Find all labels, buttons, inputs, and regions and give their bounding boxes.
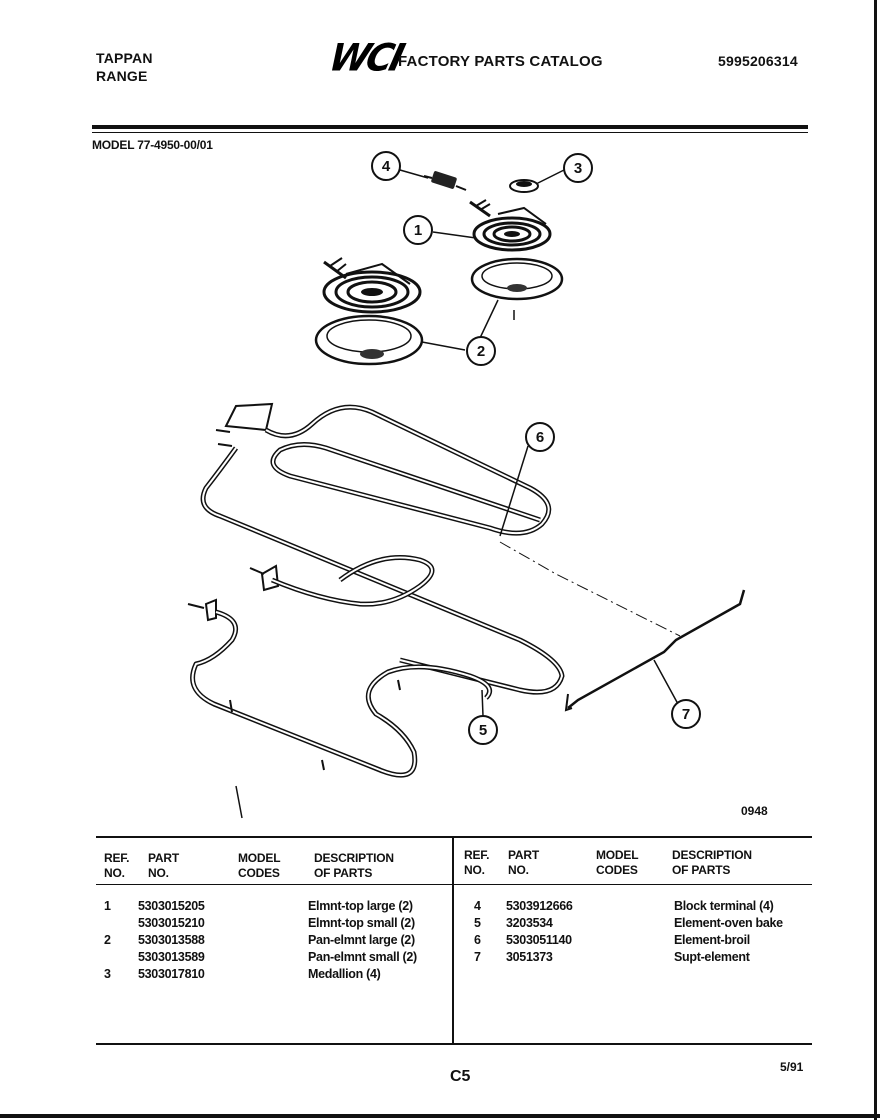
pan-large-drawing bbox=[314, 314, 424, 366]
table-cell-ref: 2 bbox=[104, 933, 111, 947]
page-code: C5 bbox=[450, 1068, 471, 1085]
svg-text:5: 5 bbox=[479, 722, 487, 739]
svg-text:3: 3 bbox=[574, 160, 582, 177]
header-ref-no-left: REF.NO. bbox=[104, 851, 130, 880]
table-cell-desc: Pan-elmnt large (2) bbox=[308, 933, 415, 947]
svg-text:1: 1 bbox=[414, 222, 422, 239]
table-cell-ref: 3 bbox=[104, 967, 111, 981]
callout-1: 1 bbox=[403, 215, 433, 245]
callout-5: 5 bbox=[468, 715, 498, 745]
svg-text:4: 4 bbox=[382, 158, 391, 175]
callout-7: 7 bbox=[671, 699, 701, 729]
medallion-drawing bbox=[509, 179, 539, 193]
catalog-number: 5995206314 bbox=[718, 53, 798, 69]
top-element-large-drawing bbox=[322, 257, 422, 314]
figure-code: 0948 bbox=[741, 804, 768, 818]
bake-element-drawing bbox=[187, 555, 492, 819]
callout-2: 2 bbox=[466, 336, 496, 366]
table-cell-ref: 1 bbox=[104, 899, 111, 913]
table-cell-part: 5303912666 bbox=[506, 899, 573, 913]
top-element-small-drawing bbox=[469, 199, 552, 252]
header-underline-right bbox=[454, 884, 812, 885]
table-cell-ref: 6 bbox=[474, 933, 481, 947]
table-cell-part: 5303013589 bbox=[138, 950, 205, 964]
header-underline-left bbox=[96, 884, 452, 885]
svg-text:2: 2 bbox=[477, 343, 485, 360]
table-cell-desc: Element-broil bbox=[674, 933, 750, 947]
table-cell-part: 3203534 bbox=[506, 916, 553, 930]
table-cell-part: 3051373 bbox=[506, 950, 553, 964]
table-bottom-rule bbox=[96, 1043, 812, 1045]
callout-4: 4 bbox=[371, 151, 401, 181]
block-terminal-drawing bbox=[423, 171, 467, 191]
table-cell-desc: Supt-element bbox=[674, 950, 750, 964]
table-divider bbox=[452, 838, 454, 1044]
table-cell-desc: Elmnt-top large (2) bbox=[308, 899, 413, 913]
element-support-drawing bbox=[499, 541, 746, 712]
svg-text:6: 6 bbox=[536, 429, 544, 446]
table-cell-part: 5303013588 bbox=[138, 933, 205, 947]
callout-leaders bbox=[399, 169, 679, 717]
svg-text:7: 7 bbox=[682, 706, 690, 723]
brand-name: TAPPAN bbox=[96, 50, 153, 66]
catalog-title: FACTORY PARTS CATALOG bbox=[398, 53, 603, 70]
revision-date: 5/91 bbox=[780, 1060, 804, 1074]
table-cell-ref: 7 bbox=[474, 950, 481, 964]
header-rule bbox=[92, 125, 808, 129]
callout-3: 3 bbox=[563, 153, 593, 183]
pan-small-drawing bbox=[470, 257, 564, 320]
table-cell-desc: Pan-elmnt small (2) bbox=[308, 950, 417, 964]
model-label: MODEL 77-4950-00/01 bbox=[92, 138, 213, 152]
page-border-bottom bbox=[0, 1114, 880, 1118]
table-cell-desc: Medallion (4) bbox=[308, 967, 381, 981]
page-border-right bbox=[874, 0, 877, 1120]
callout-6: 6 bbox=[525, 422, 555, 452]
table-cell-ref: 5 bbox=[474, 916, 481, 930]
table-cell-ref: 4 bbox=[474, 899, 481, 913]
table-cell-desc: Element-oven bake bbox=[674, 916, 783, 930]
table-cell-desc: Block terminal (4) bbox=[674, 899, 774, 913]
table-cell-part: 5303015210 bbox=[138, 916, 205, 930]
table-cell-part: 5303017810 bbox=[138, 967, 205, 981]
product-name: RANGE bbox=[96, 68, 148, 84]
table-top-rule bbox=[96, 836, 812, 838]
exploded-parts-diagram: 4 3 1 2 6 5 7 bbox=[187, 151, 746, 819]
header-ref-no-right: REF.NO. bbox=[464, 848, 490, 877]
table-cell-part: 5303051140 bbox=[506, 933, 572, 947]
broil-element-drawing bbox=[200, 402, 565, 695]
table-cell-part: 5303015205 bbox=[138, 899, 205, 913]
header-rule-thin bbox=[92, 132, 808, 133]
table-cell-desc: Elmnt-top small (2) bbox=[308, 916, 415, 930]
